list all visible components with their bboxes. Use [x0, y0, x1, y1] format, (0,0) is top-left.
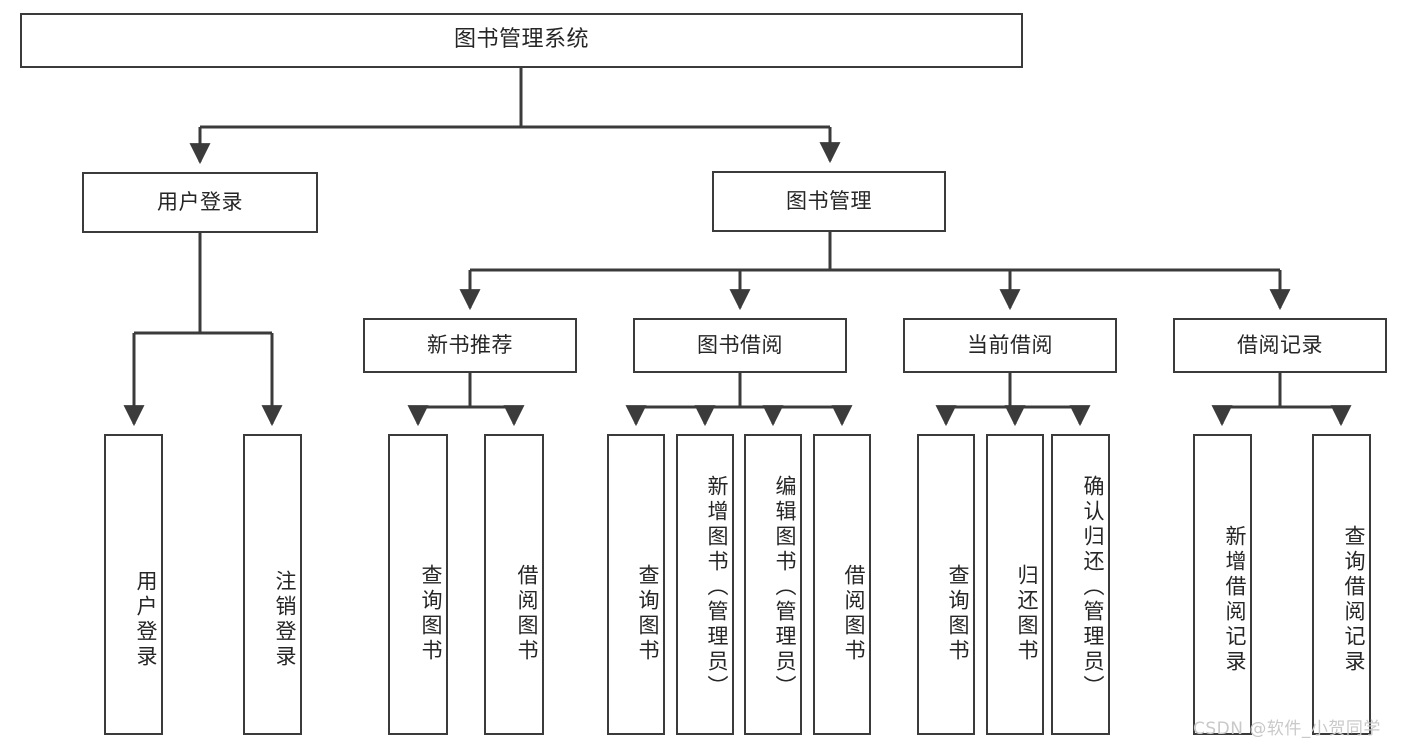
leaf-query-book-newbook[interactable]: 查询图书	[388, 434, 448, 735]
node-book-borrow[interactable]: 图书借阅	[633, 318, 847, 373]
leaf-logout[interactable]: 注销登录	[243, 434, 302, 735]
node-book-management[interactable]: 图书管理	[712, 171, 946, 232]
node-user-login[interactable]: 用户登录	[82, 172, 318, 233]
leaf-user-login[interactable]: 用户登录	[104, 434, 163, 735]
node-root[interactable]: 图书管理系统	[20, 13, 1023, 68]
leaf-edit-book-admin[interactable]: 编辑图书（管理员）	[744, 434, 802, 735]
leaf-return-book[interactable]: 归还图书	[986, 434, 1044, 735]
leaf-query-borrow-record[interactable]: 查询借阅记录	[1312, 434, 1371, 735]
leaf-query-book-borrow[interactable]: 查询图书	[607, 434, 665, 735]
csdn-watermark: CSDN @软件_小贺同学	[1193, 719, 1381, 739]
leaf-add-book-admin[interactable]: 新增图书（管理员）	[676, 434, 734, 735]
leaf-confirm-return-admin[interactable]: 确认归还（管理员）	[1051, 434, 1110, 735]
leaf-borrow-book-newbook[interactable]: 借阅图书	[484, 434, 544, 735]
leaf-borrow-book[interactable]: 借阅图书	[813, 434, 871, 735]
node-new-book-recommend[interactable]: 新书推荐	[363, 318, 577, 373]
leaf-add-borrow-record[interactable]: 新增借阅记录	[1193, 434, 1252, 735]
node-current-borrow[interactable]: 当前借阅	[903, 318, 1117, 373]
node-borrow-record[interactable]: 借阅记录	[1173, 318, 1387, 373]
leaf-query-book-current[interactable]: 查询图书	[917, 434, 975, 735]
